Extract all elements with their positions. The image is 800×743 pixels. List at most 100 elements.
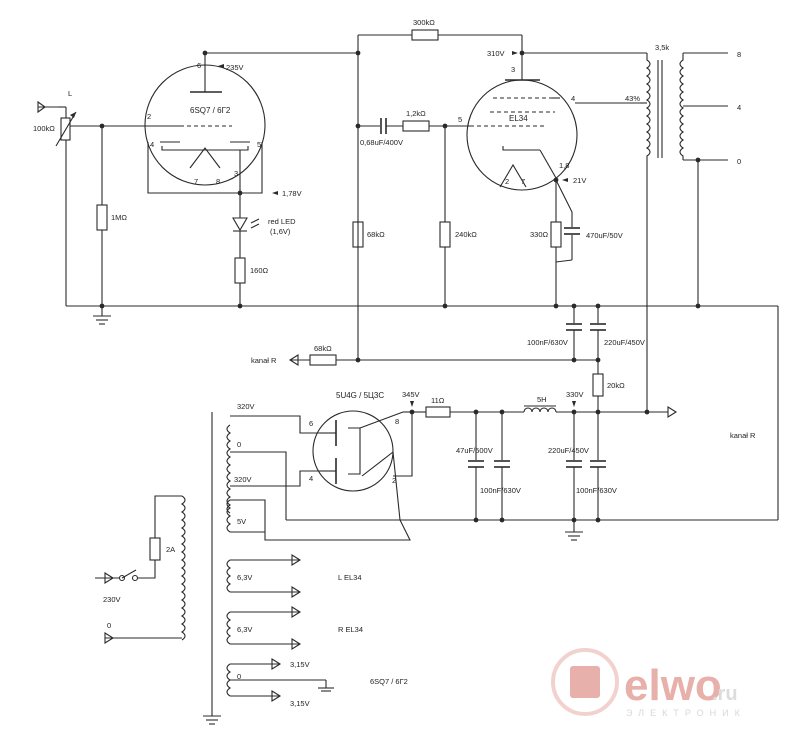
out-8-label: 8 — [737, 50, 741, 59]
input-label-L: L — [68, 89, 72, 98]
label-345v: 345V — [402, 390, 420, 399]
ptr-hv-b-lead — [230, 470, 320, 487]
node-g-1 — [473, 517, 479, 523]
node-c220-a — [595, 357, 601, 363]
el34-cathode — [502, 146, 540, 151]
el34-pin-4: 4 — [571, 94, 575, 103]
r240k-label: 240kΩ — [455, 230, 477, 239]
rect-pin2-lead — [393, 412, 413, 477]
watermark-logo: elwo .ru ЭЛЕКТРОНИК — [551, 648, 746, 718]
rect-filament — [348, 427, 361, 475]
r1m-body — [96, 204, 108, 231]
probe-arrow-178v — [272, 191, 278, 195]
driver-pin-7: 7 — [194, 177, 198, 186]
node-310 — [519, 50, 525, 56]
pot-wiper-arrow — [55, 111, 77, 147]
c100n-b-label: 100nF/630V — [480, 486, 521, 495]
rectifier-label: 5U4G / 5Ц3С — [336, 391, 384, 400]
out-0-label: 0 — [737, 157, 741, 166]
c100n-a-label: 100nF/630V — [527, 338, 568, 347]
led-label: red LED — [268, 217, 296, 226]
opt-secondary — [679, 53, 684, 160]
c470-top-lead — [555, 179, 573, 227]
driver-pin-8: 8 — [216, 177, 220, 186]
fuse-bottom-lead — [138, 560, 156, 579]
heater-315a-label: 3,15V — [290, 660, 310, 669]
node-anode-out — [355, 123, 361, 129]
node-c100n-a — [571, 357, 577, 363]
el34-heater — [499, 163, 527, 188]
label-178v: 1,78V — [282, 189, 302, 198]
r1m-label: 1MΩ — [111, 213, 127, 222]
label-310v: 310V — [487, 49, 505, 58]
r330-label: 330Ω — [530, 230, 549, 239]
r240k-body — [439, 221, 451, 248]
c100n-c-label: 100nF/630V — [576, 486, 617, 495]
heater-r-winding — [226, 611, 231, 645]
r160-body — [234, 257, 246, 284]
logo-suffix: .ru — [712, 683, 738, 705]
choke-label: 5H — [537, 395, 547, 404]
c220-a-label: 220uF/450V — [604, 338, 645, 347]
led-ray-2 — [250, 223, 260, 229]
el34-pin-18: 1,8 — [559, 161, 569, 170]
rect-filament-a — [359, 411, 404, 429]
led-ray-1 — [250, 218, 260, 224]
label-21v: 21V — [573, 176, 586, 185]
heater-l-label: L EL34 — [338, 573, 362, 582]
heater-315b-label: 3,15V — [290, 699, 310, 708]
heater-l-arrow-b — [291, 586, 302, 598]
driver-pin-6: 6 — [197, 61, 201, 70]
mains-0-label: 0 — [107, 621, 111, 630]
node-el34-grid — [442, 123, 448, 129]
c220-b-label: 220uF/450V — [548, 446, 589, 455]
heater-drv-label: 6SQ7 / 6Г2 — [370, 677, 408, 686]
r68k-a-label: 68kΩ — [367, 230, 385, 239]
driver-pin-5: 5 — [257, 140, 261, 149]
label-235v: 235V — [226, 63, 244, 72]
logo-tagline: ЭЛЕКТРОНИК — [626, 708, 746, 718]
opt-primary — [646, 53, 651, 160]
el34-pin-5: 5 — [458, 115, 462, 124]
ptr-ct-lead — [230, 451, 287, 520]
pot-label: 100kΩ — [33, 124, 55, 133]
el34-label: EL34 — [509, 114, 528, 123]
bplus-arrow — [667, 406, 678, 418]
logo-brand: elwo — [624, 661, 722, 710]
el34-pin-3: 3 — [511, 65, 515, 74]
switch-contact-2 — [118, 574, 126, 582]
rect-pin-6: 6 — [309, 419, 313, 428]
r12k-body — [402, 120, 430, 132]
r330-body — [550, 221, 562, 248]
choke-coil — [523, 407, 557, 413]
mains-label: 230V — [103, 595, 121, 604]
heater-drv-arrow-a — [271, 658, 282, 670]
r300k-label: 300kΩ — [413, 18, 435, 27]
el34-pin-7: 7 — [521, 177, 525, 186]
probe-arrow-21v — [562, 178, 568, 182]
label-330v: 330V — [566, 390, 584, 399]
heater-r-arrow-a — [291, 606, 302, 618]
node-cathode — [237, 190, 243, 196]
heater-0-label: 0 — [237, 672, 241, 681]
el34-cathode-lead — [539, 149, 557, 179]
mains-live-arrow — [104, 572, 115, 584]
pot-wiper-head — [70, 112, 76, 118]
ptr-5v-label: 5V — [237, 517, 246, 526]
ptr-5v-lead-a — [230, 499, 266, 520]
node-rail-1 — [355, 50, 361, 56]
rectifier-envelope — [312, 410, 394, 492]
c47-label: 47uF/500V — [456, 446, 493, 455]
logo-ring — [551, 648, 619, 716]
heater-drv-winding — [226, 663, 231, 697]
r20k-body — [592, 373, 604, 397]
driver-cathode — [161, 146, 249, 151]
kanal-r-right-label: kanał R — [730, 431, 756, 440]
fuse-label: 2A — [166, 545, 175, 554]
led-symbol — [232, 217, 248, 232]
node-g-2 — [499, 517, 505, 523]
heater-l-volt: 6,3V — [237, 573, 252, 582]
rect-pin-2: 2 — [392, 476, 396, 485]
switch-blade — [121, 569, 137, 579]
